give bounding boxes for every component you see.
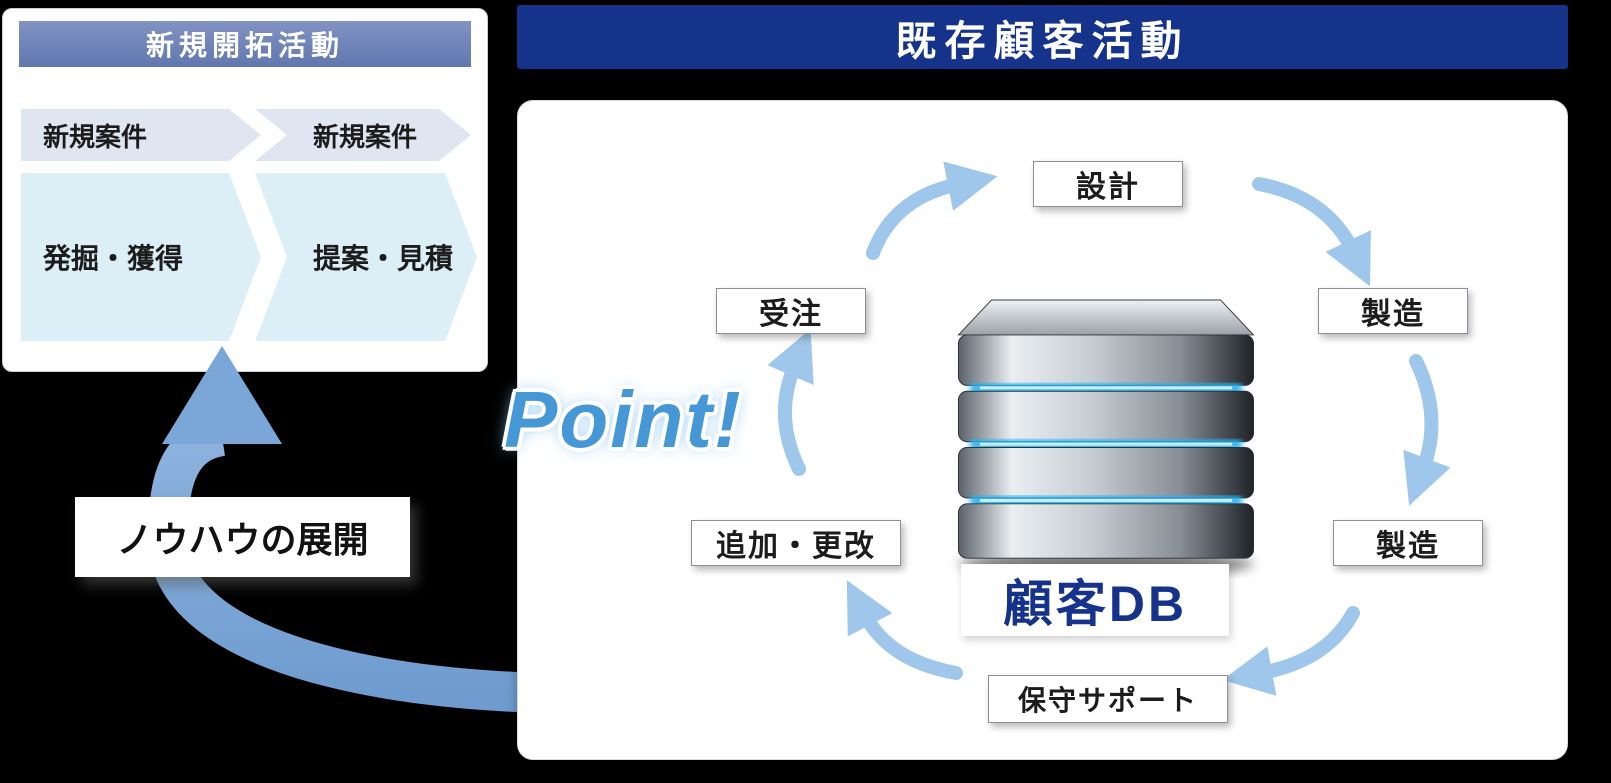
knowhow-label: ノウハウの展開 — [75, 497, 410, 577]
cycle-label-manufacturing-1-text: 製造 — [1361, 298, 1425, 331]
cycle-arrow-design-to-mfg — [1252, 177, 1371, 287]
feedback-arrow-head — [162, 346, 282, 444]
chevron-new-project-2-label: 新規案件 — [313, 121, 418, 152]
chevron-discover-acquire-label: 発掘・獲得 — [43, 243, 184, 274]
cycle-label-order-text: 受注 — [759, 298, 823, 331]
cycle-label-design: 設計 — [1033, 161, 1183, 207]
cycle-label-add-update-text: 追加・更改 — [716, 530, 876, 563]
cycle-arrows — [767, 161, 1451, 696]
chevron-new-project-1: 新規案件 — [21, 109, 261, 161]
cycle-label-design-text: 設計 — [1076, 171, 1140, 204]
feedback-arrow-stem — [147, 416, 702, 714]
cycle-arrow-mfg-to-mfg — [1403, 354, 1451, 506]
point-callout: Point! — [504, 375, 743, 464]
chevron-proposal-estimate-label: 提案・見積 — [313, 243, 454, 274]
cycle-label-add-update: 追加・更改 — [691, 520, 901, 566]
cycle-label-maintenance-support: 保守サポート — [988, 675, 1228, 723]
new-development-panel-title: 新規開拓活動 — [19, 21, 471, 67]
chevron-new-project-2: 新規案件 — [255, 109, 471, 161]
new-development-panel: 新規開拓活動 新規案件 新規案件 発掘・獲得 提案・見積 — [2, 8, 488, 372]
knowhow-feedback-arrow — [147, 346, 702, 714]
existing-customer-title: 既存顧客活動 — [517, 5, 1568, 69]
cycle-label-order: 受注 — [716, 288, 866, 334]
chevron-proposal-estimate: 提案・見積 — [255, 173, 477, 341]
customer-db-label: 顧客DB — [961, 564, 1229, 636]
cycle-arrow-order-to-design — [866, 161, 998, 260]
cycle-label-manufacturing-2: 製造 — [1333, 520, 1483, 566]
database-slabs — [957, 334, 1255, 559]
existing-customer-panel: 設計 製造 製造 保守サポート 追加・更改 受注 顧客DB — [517, 100, 1568, 760]
cycle-arrow-mfg-to-maintenance — [1222, 606, 1360, 696]
cycle-label-manufacturing-1: 製造 — [1318, 288, 1468, 334]
chevron-new-project-1-label: 新規案件 — [43, 121, 148, 152]
database-top-face — [957, 299, 1255, 336]
chevron-discover-acquire: 発掘・獲得 — [21, 173, 261, 341]
cycle-arrow-update-to-order — [767, 328, 814, 476]
cycle-label-manufacturing-2-text: 製造 — [1376, 530, 1440, 563]
cycle-label-maintenance-support-text: 保守サポート — [1017, 685, 1198, 716]
database-icon — [957, 299, 1255, 576]
cycle-arrow-maintenance-to-update — [846, 580, 963, 680]
